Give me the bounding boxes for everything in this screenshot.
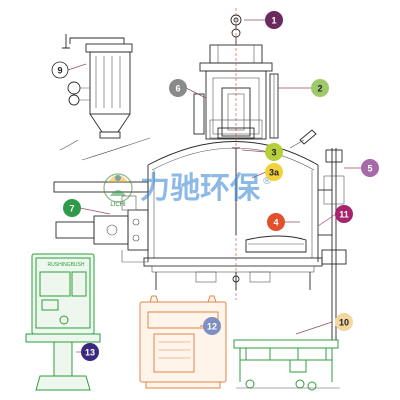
watermark: LICHI 力驰环保 ® — [103, 171, 272, 208]
callout-label: 13 — [85, 348, 95, 358]
control-panel-brand: RUSHINGBUSH — [48, 262, 85, 268]
control-panel: RUSHINGBUSH — [25, 253, 101, 391]
callout-circle — [51, 61, 69, 79]
callout-5: 5 — [361, 159, 379, 177]
callout-circle — [311, 79, 329, 97]
side-crane — [289, 129, 347, 340]
callout-circle — [265, 11, 283, 29]
callout-2: 2 — [311, 79, 329, 97]
callout-7: 7 — [63, 199, 81, 217]
callout-circle — [335, 205, 353, 223]
callout-label: 6 — [175, 84, 180, 94]
callout-9: 9 — [51, 61, 69, 79]
callout-label: 7 — [69, 204, 74, 214]
callout-circle — [361, 159, 379, 177]
callout-circle — [335, 313, 353, 331]
callout-label: 10 — [339, 318, 349, 328]
callout-13: 13 — [81, 343, 99, 361]
callout-circle — [203, 317, 221, 335]
main-vessel — [143, 141, 323, 290]
callout-label: 1 — [271, 16, 276, 26]
callout-label: 11 — [339, 210, 349, 220]
bag-filter-inset — [59, 34, 151, 161]
callout-label: 5 — [367, 164, 372, 174]
callout-11: 11 — [335, 205, 353, 223]
callout-circle — [63, 199, 81, 217]
watermark-text: 力驰环保 — [140, 171, 261, 206]
logo-subtitle: LICHI — [110, 202, 126, 208]
callout-10: 10 — [335, 313, 353, 331]
callout-6: 6 — [169, 79, 187, 97]
callout-label: 2 — [317, 84, 322, 94]
callout-1: 1 — [265, 11, 283, 29]
callout-circle — [81, 343, 99, 361]
callout-circle — [169, 79, 187, 97]
callout-label: 12 — [207, 322, 217, 332]
electrical-cabinet — [139, 295, 227, 389]
callout-12: 12 — [203, 317, 221, 335]
registered-mark: ® — [262, 176, 272, 187]
callout-label: 3a — [269, 168, 280, 178]
lichi-logo-icon — [103, 173, 133, 203]
callout-4: 4 — [267, 213, 285, 231]
callout-circle — [265, 163, 283, 181]
callout-label: 9 — [57, 66, 62, 76]
callout-circle — [267, 213, 285, 231]
discharge-cart — [233, 339, 340, 391]
callout-label: 4 — [273, 218, 278, 228]
callout-label: 3 — [271, 148, 276, 158]
callout-3: 3 — [265, 143, 283, 161]
left-motor — [53, 181, 149, 263]
callout-3a: 3a — [265, 163, 283, 181]
callout-circle — [265, 143, 283, 161]
